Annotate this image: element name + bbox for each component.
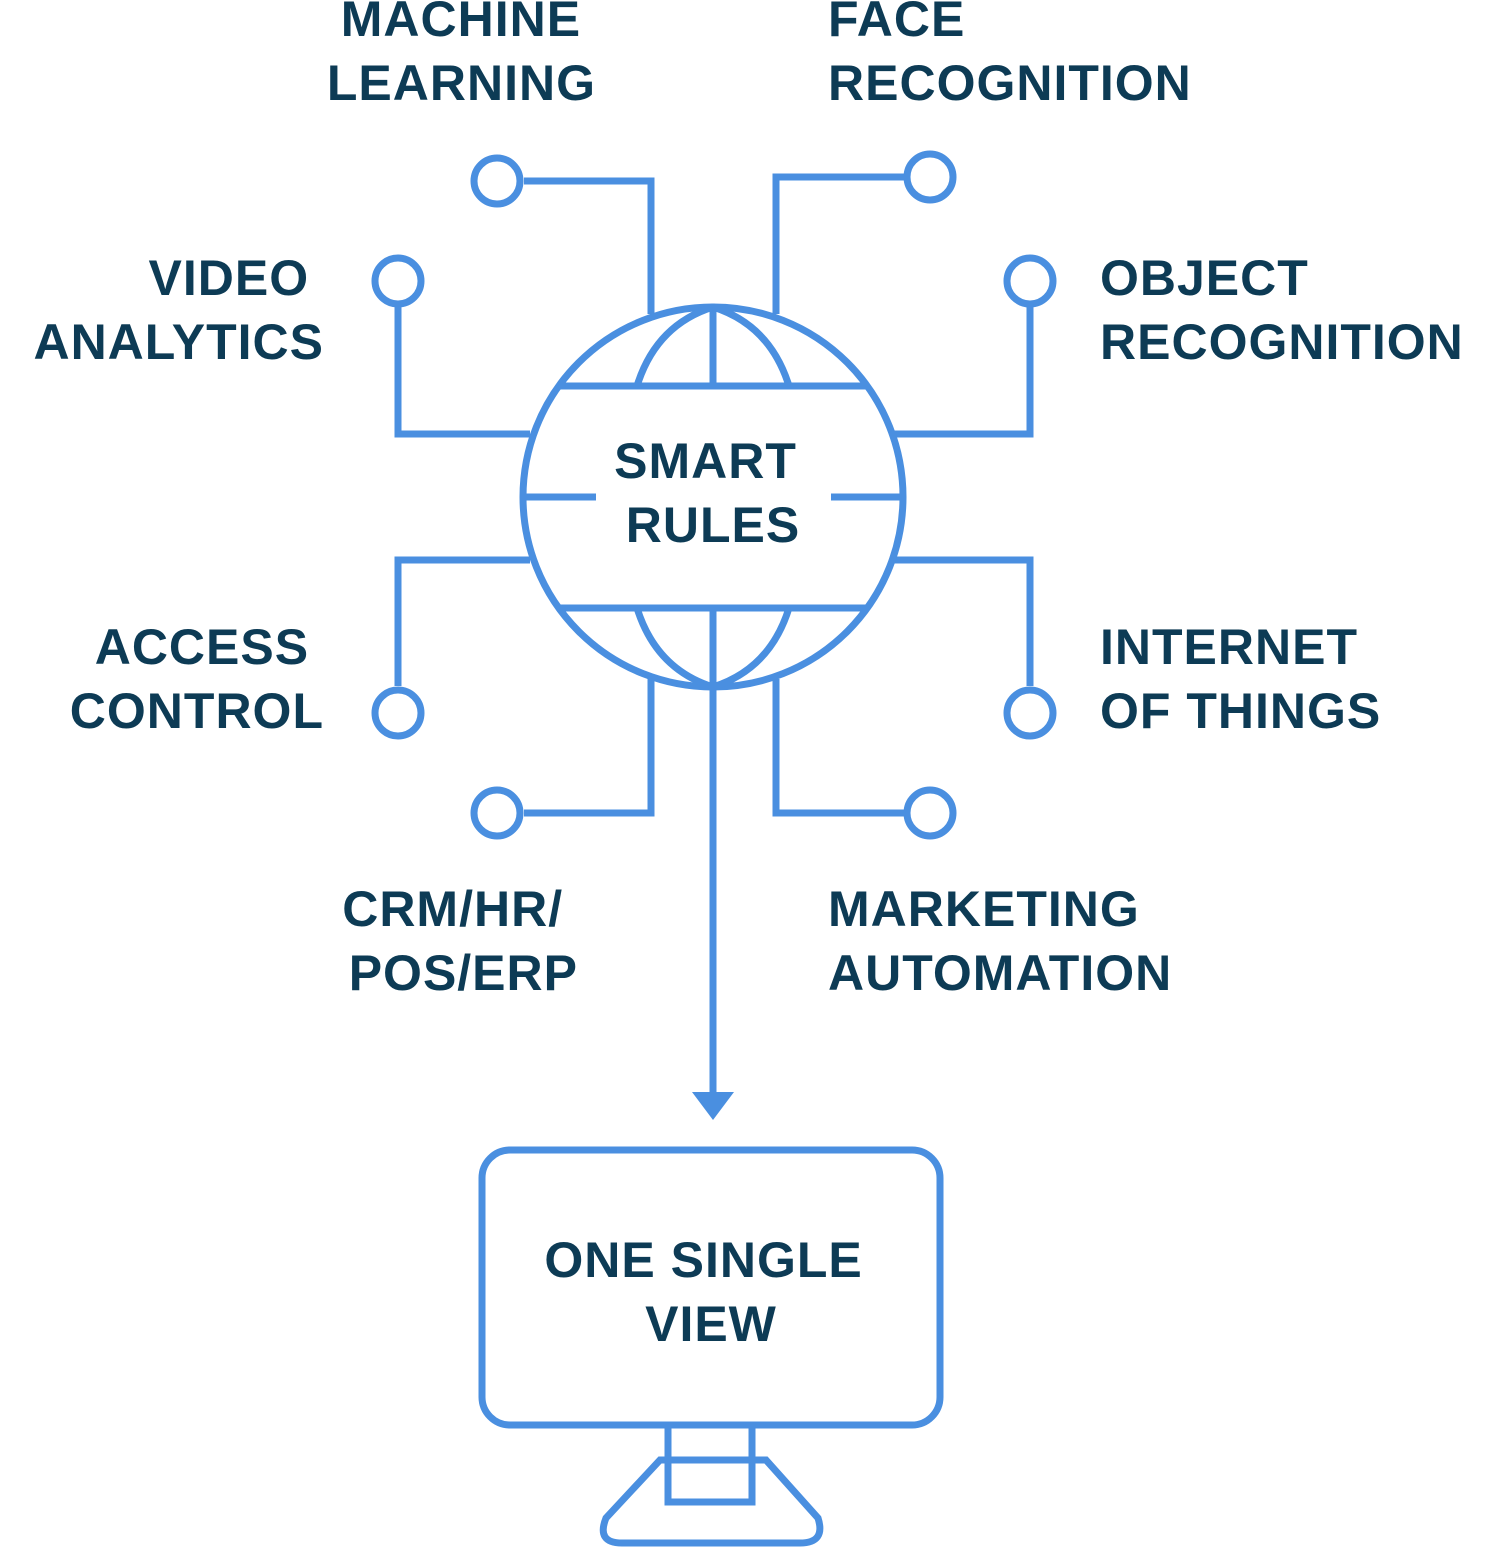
globe-arc-top-left	[633, 303, 715, 388]
connector-internet-of-things	[894, 556, 1034, 686]
label-one-single-view: ONE SINGLE VIEW	[544, 1232, 877, 1352]
connector-access-control	[394, 556, 530, 686]
label-crm-hr-pos-erp: CRM/HR/ POS/ERP	[342, 881, 578, 1001]
node-internet-of-things	[1003, 686, 1057, 740]
connector-crm-hr-pos-erp	[524, 679, 655, 817]
label-face-recognition: FACE RECOGNITION	[828, 0, 1192, 111]
node-marketing-automation	[903, 786, 957, 840]
label-object-recognition: OBJECT RECOGNITION	[1100, 250, 1464, 370]
node-crm-hr-pos-erp	[470, 786, 524, 840]
globe-arc-bottom-right	[711, 606, 793, 691]
output-arrow	[692, 612, 734, 1120]
label-internet-of-things: INTERNET OF THINGS	[1100, 619, 1381, 739]
node-video-analytics	[371, 254, 425, 308]
arrow-head	[692, 1092, 734, 1120]
globe-arc-bottom-left	[633, 606, 715, 691]
node-access-control	[371, 686, 425, 740]
connector-object-recognition	[894, 307, 1034, 438]
label-marketing-automation: MARKETING AUTOMATION	[828, 881, 1172, 1001]
label-access-control: ACCESS CONTROL	[70, 619, 324, 739]
monitor-base	[599, 1456, 824, 1547]
connectors	[394, 173, 1034, 817]
node-object-recognition	[1003, 254, 1057, 308]
connector-video-analytics	[394, 307, 530, 438]
node-face-recognition	[903, 150, 957, 204]
label-smart-rules: SMART RULES	[614, 433, 812, 553]
label-machine-learning: MACHINE LEARNING	[327, 0, 596, 111]
label-video-analytics: VIDEO ANALYTICS	[33, 250, 324, 370]
connector-face-recognition	[772, 173, 904, 314]
globe-arc-top-right	[711, 303, 793, 388]
source-nodes	[371, 150, 1057, 840]
labels: MACHINE LEARNING FACE RECOGNITION VIDEO …	[33, 0, 1464, 1352]
node-machine-learning	[470, 154, 524, 208]
monitor-icon	[478, 1146, 944, 1547]
connector-machine-learning	[524, 177, 655, 314]
connector-marketing-automation	[772, 679, 904, 817]
